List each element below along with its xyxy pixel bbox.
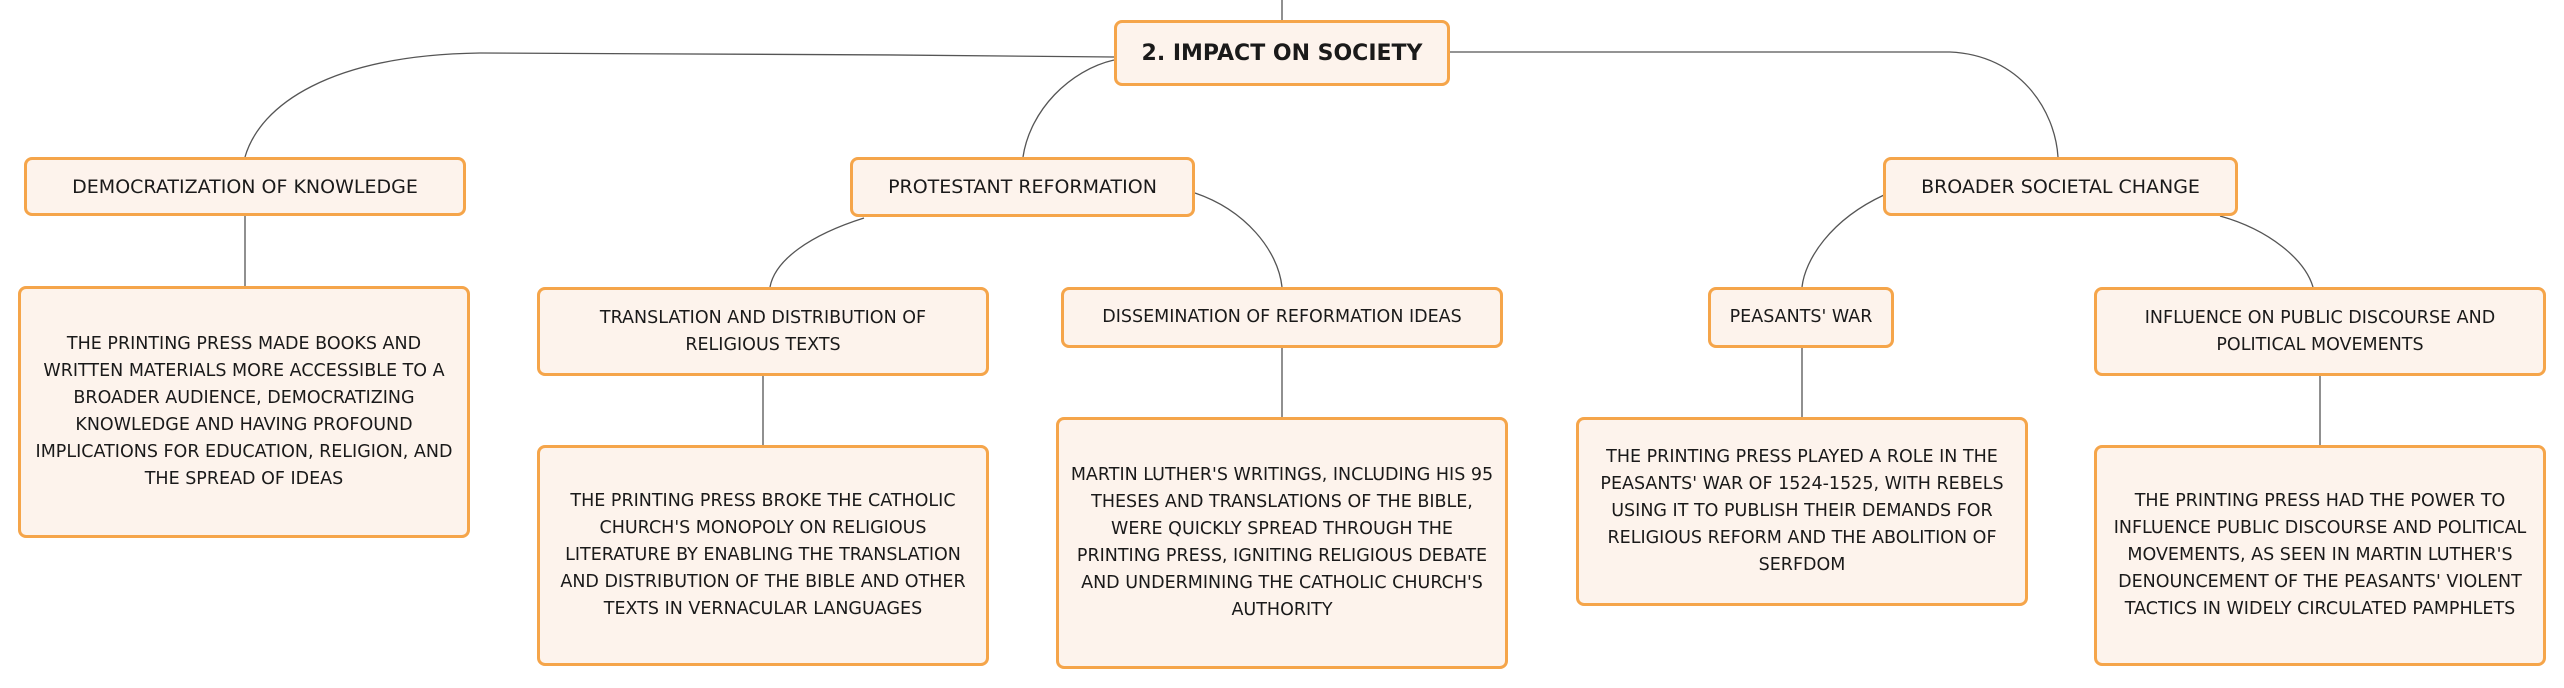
branch-democratization-of-knowledge[interactable]: DEMOCRATIZATION OF KNOWLEDGE bbox=[24, 157, 466, 216]
sub-label: INFLUENCE ON PUBLIC DISCOURSE AND POLITI… bbox=[2144, 307, 2496, 355]
connector-broader-to-influence bbox=[2219, 215, 2314, 288]
connector-protestant-to-translation bbox=[769, 217, 865, 288]
connector-broader-to-peasants bbox=[1801, 194, 1885, 288]
detail-text: THE PRINTING PRESS MADE BOOKS AND WRITTE… bbox=[35, 334, 453, 489]
branch-label: DEMOCRATIZATION OF KNOWLEDGE bbox=[72, 175, 418, 198]
detail-peasants-war[interactable]: THE PRINTING PRESS PLAYED A ROLE IN THE … bbox=[1576, 417, 2028, 606]
sub-label: TRANSLATION AND DISTRIBUTION OF RELIGIOU… bbox=[599, 307, 927, 355]
branch-label: PROTESTANT REFORMATION bbox=[888, 176, 1157, 198]
sub-influence-on-public-discourse[interactable]: INFLUENCE ON PUBLIC DISCOURSE AND POLITI… bbox=[2094, 287, 2546, 376]
connector-root-to-democratization bbox=[244, 52, 1115, 158]
branch-label: BROADER SOCIETAL CHANGE bbox=[1921, 175, 2200, 198]
sub-label: PEASANTS' WAR bbox=[1729, 307, 1873, 327]
branch-broader-societal-change[interactable]: BROADER SOCIETAL CHANGE bbox=[1883, 157, 2238, 216]
detail-text: MARTIN LUTHER'S WRITINGS, INCLUDING HIS … bbox=[1070, 465, 1494, 620]
sub-peasants-war[interactable]: PEASANTS' WAR bbox=[1708, 287, 1894, 348]
sub-label: DISSEMINATION OF REFORMATION IDEAS bbox=[1102, 307, 1462, 327]
detail-democratization-of-knowledge[interactable]: THE PRINTING PRESS MADE BOOKS AND WRITTE… bbox=[18, 286, 470, 538]
root-label: 2. IMPACT ON SOCIETY bbox=[1141, 40, 1423, 66]
connector-protestant-to-dissemination bbox=[1194, 192, 1283, 288]
detail-translation-and-distribution[interactable]: THE PRINTING PRESS BROKE THE CATHOLIC CH… bbox=[537, 445, 989, 666]
connector-root-to-broader-change bbox=[1450, 51, 2059, 158]
detail-dissemination-of-reformation-ideas[interactable]: MARTIN LUTHER'S WRITINGS, INCLUDING HIS … bbox=[1056, 417, 1508, 669]
connector-root-to-protestant bbox=[1022, 59, 1115, 158]
detail-text: THE PRINTING PRESS PLAYED A ROLE IN THE … bbox=[1600, 447, 2004, 575]
sub-translation-and-distribution[interactable]: TRANSLATION AND DISTRIBUTION OF RELIGIOU… bbox=[537, 287, 989, 376]
root-node[interactable]: 2. IMPACT ON SOCIETY bbox=[1114, 20, 1450, 86]
branch-protestant-reformation[interactable]: PROTESTANT REFORMATION bbox=[850, 157, 1195, 217]
sub-dissemination-of-reformation-ideas[interactable]: DISSEMINATION OF REFORMATION IDEAS bbox=[1061, 287, 1503, 348]
detail-text: THE PRINTING PRESS HAD THE POWER TO INFL… bbox=[2113, 491, 2527, 619]
detail-influence-on-public-discourse[interactable]: THE PRINTING PRESS HAD THE POWER TO INFL… bbox=[2094, 445, 2546, 666]
detail-text: THE PRINTING PRESS BROKE THE CATHOLIC CH… bbox=[560, 491, 966, 619]
